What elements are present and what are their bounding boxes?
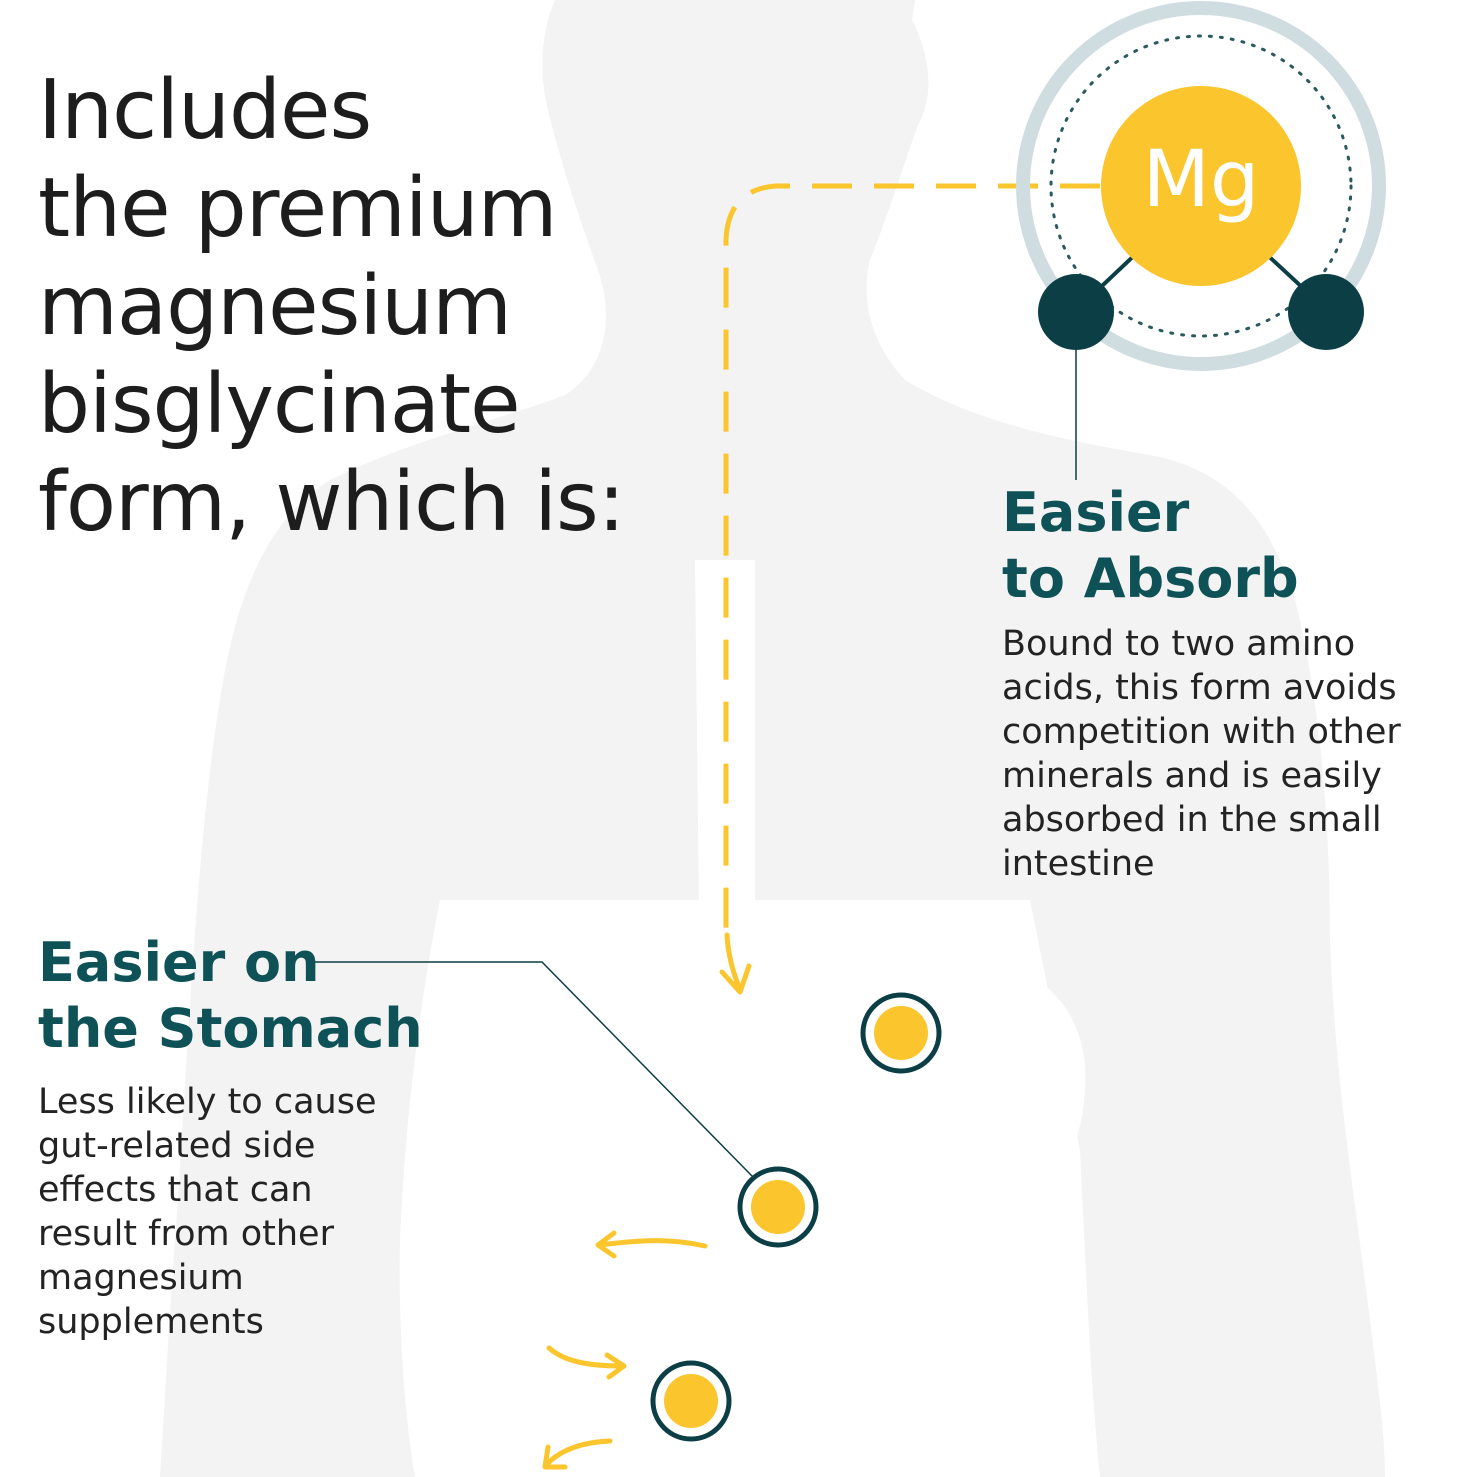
description-line: acids, this form avoids <box>1002 668 1397 708</box>
title-line: magnesium <box>38 259 512 354</box>
particle-icon <box>737 1166 819 1248</box>
page-title: Includes the premium magnesium bisglycin… <box>38 62 738 552</box>
stomach-description: Less likely to cause gut-related side ef… <box>38 1080 376 1344</box>
title-line: bisglycinate <box>38 357 521 452</box>
heading-line: the Stomach <box>38 997 423 1060</box>
flow-arrow-icon <box>542 1438 613 1470</box>
particle-icon <box>650 1360 732 1442</box>
description-line: magnesium <box>38 1258 244 1298</box>
flow-arrow-icon <box>595 1230 708 1259</box>
description-line: absorbed in the small <box>1002 800 1382 840</box>
stomach-heading: Easier on the Stomach <box>38 930 423 1062</box>
stomach-pointer-line <box>312 961 753 1177</box>
absorb-heading: Easier to Absorb <box>1002 480 1299 612</box>
magnesium-symbol: Mg <box>1142 135 1260 225</box>
amino-acid-node-icon <box>1288 274 1364 350</box>
description-line: intestine <box>1002 844 1155 884</box>
description-line: effects that can <box>38 1170 313 1210</box>
particle-icon <box>860 992 942 1074</box>
description-line: minerals and is easily <box>1002 756 1382 796</box>
flow-arrow-icon <box>719 932 752 995</box>
flow-arrow-icon <box>546 1345 627 1380</box>
heading-line: Easier <box>1002 481 1190 544</box>
description-line: gut-related side <box>38 1126 316 1166</box>
digestive-tract <box>500 560 1086 1477</box>
description-line: competition with other <box>1002 712 1401 752</box>
title-line: the premium <box>38 161 558 256</box>
flow-path-dashed <box>723 183 1100 940</box>
absorb-description: Bound to two amino acids, this form avoi… <box>1002 622 1401 886</box>
heading-line: Easier on <box>38 931 320 994</box>
title-line: Includes <box>38 63 372 158</box>
heading-line: to Absorb <box>1002 547 1299 610</box>
description-line: Less likely to cause <box>38 1082 377 1122</box>
magnesium-atom-icon <box>1016 1 1386 480</box>
description-line: result from other <box>38 1214 334 1254</box>
description-line: Bound to two amino <box>1002 624 1356 664</box>
amino-acid-node-icon <box>1038 274 1114 350</box>
description-line: supplements <box>38 1302 264 1342</box>
title-line: form, which is: <box>38 455 625 550</box>
